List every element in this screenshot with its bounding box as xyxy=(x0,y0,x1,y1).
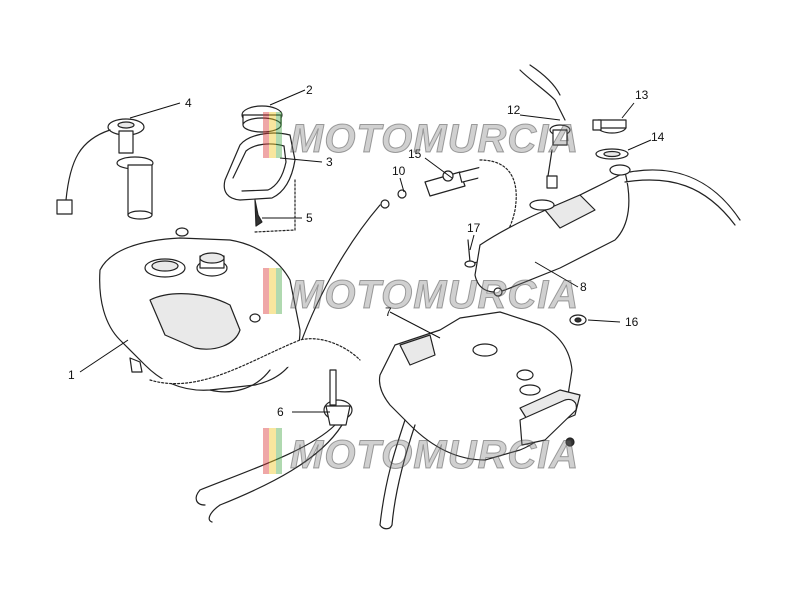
sensor-cap-washer-parts xyxy=(519,64,629,160)
callout-labels: 1 2 3 4 5 6 7 8 10 12 13 14 15 16 17 xyxy=(68,83,665,419)
callout-3: 3 xyxy=(326,155,333,169)
reservoir-part xyxy=(474,149,741,297)
callout-14: 14 xyxy=(651,130,665,144)
leader-lines xyxy=(79,89,652,413)
callout-2: 2 xyxy=(306,83,313,97)
callout-17: 17 xyxy=(467,221,481,235)
fuel-cock-part xyxy=(149,338,361,523)
watermark-bottom: MOTOMURCIA xyxy=(263,428,579,478)
watermark-text-middle: MOTOMURCIA xyxy=(290,273,579,317)
watermark-text-bottom: MOTOMURCIA xyxy=(290,433,579,477)
watermark-text-top: MOTOMURCIA xyxy=(290,117,579,161)
callout-7: 7 xyxy=(385,305,392,319)
callout-16: 16 xyxy=(625,315,639,329)
callout-6: 6 xyxy=(277,405,284,419)
watermark-middle: MOTOMURCIA xyxy=(263,268,579,318)
callout-10: 10 xyxy=(392,164,406,178)
callout-12: 12 xyxy=(507,103,521,117)
callout-13: 13 xyxy=(635,88,649,102)
shroud-and-cap-parts xyxy=(223,105,296,233)
fuel-fitting-part xyxy=(299,159,517,346)
fuel-tank-part xyxy=(99,227,301,393)
tray-part xyxy=(378,311,581,530)
callout-1: 1 xyxy=(68,368,75,382)
bolts-and-nuts-parts xyxy=(464,239,587,326)
filler-neck-part xyxy=(56,118,154,220)
callout-4: 4 xyxy=(185,96,192,110)
callout-5: 5 xyxy=(306,211,313,225)
callout-15: 15 xyxy=(408,147,422,161)
watermark-top: MOTOMURCIA xyxy=(263,112,579,162)
callout-8: 8 xyxy=(580,280,587,294)
